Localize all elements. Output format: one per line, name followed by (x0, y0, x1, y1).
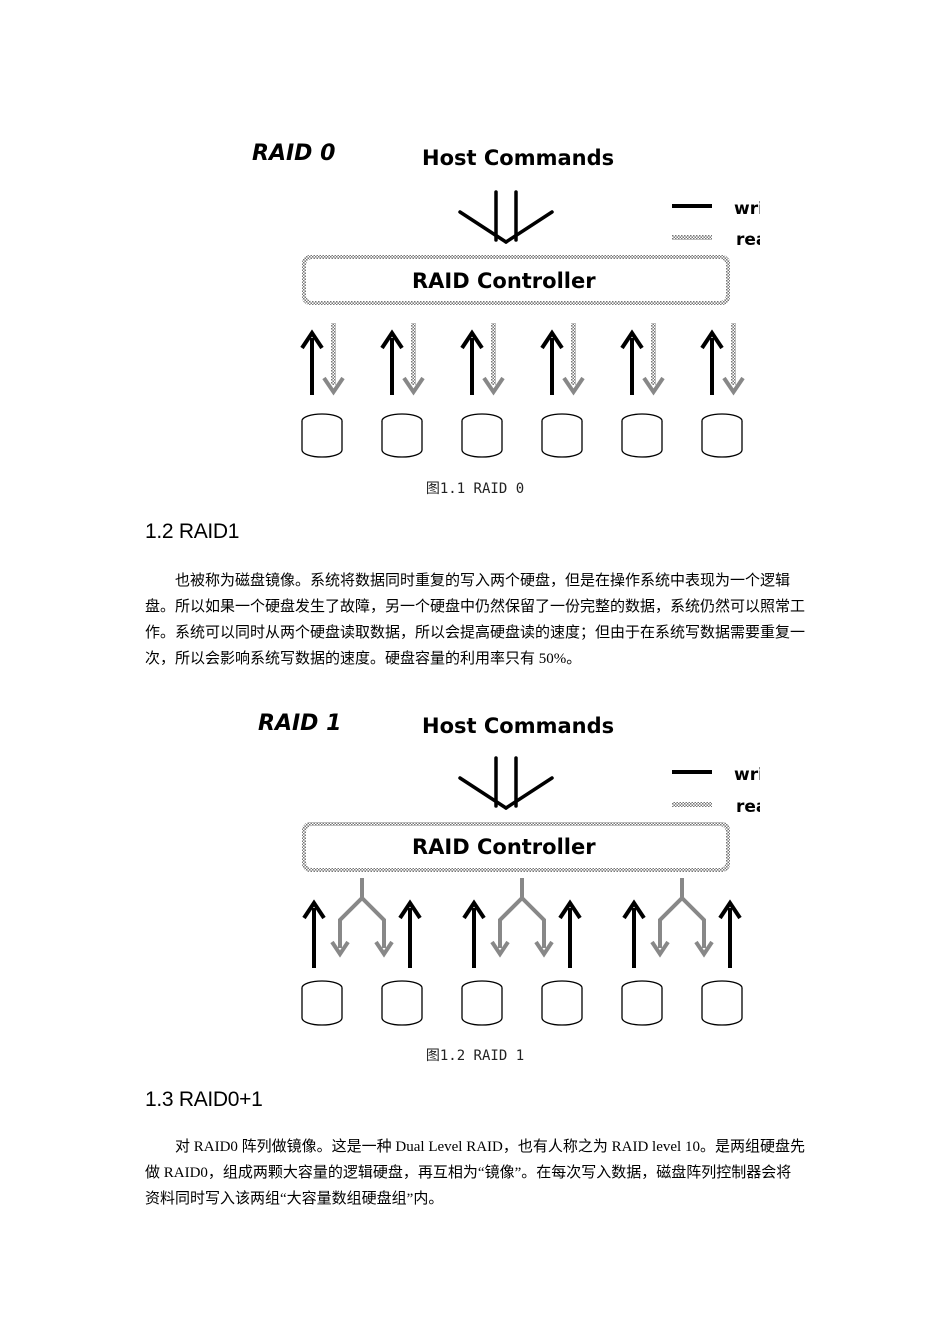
section-heading-raid01: 1.3 RAID0+1 (145, 1088, 263, 1111)
read-legend-label: read (736, 797, 760, 817)
raid0-disk-columns (300, 323, 745, 458)
raid0-diagram: RAID 0 Host Commands write read RAID Con… (240, 130, 760, 470)
raid1-diagram: RAID 1 Host Commands write read RAID Con… (240, 698, 760, 1036)
host-command-arrows (458, 190, 554, 244)
raid0-title: RAID 0 (252, 141, 335, 166)
raid01-paragraph: 对 RAID0 阵列做镜像。这是一种 Dual Level RAID，也有人称之… (145, 1134, 805, 1212)
read-legend-line (672, 802, 712, 807)
figure-2-caption: 图1.2 RAID 1 (425, 1048, 525, 1064)
section-heading-raid1: 1.2 RAID1 (145, 520, 240, 543)
read-legend-line (672, 235, 712, 240)
write-legend-label: write (734, 765, 760, 785)
figure-1-caption: 图1.1 RAID 0 (425, 481, 525, 497)
host-commands-label: Host Commands (422, 714, 614, 738)
raid1-diagram-svg: RAID 1 Host Commands write read RAID Con… (258, 711, 760, 1026)
raid-controller-label: RAID Controller (412, 269, 596, 293)
raid1-title: RAID 1 (258, 711, 341, 736)
read-legend-label: read (736, 230, 760, 250)
host-commands-label: Host Commands (422, 146, 614, 170)
raid1-paragraph: 也被称为磁盘镜像。系统将数据同时重复的写入两个硬盘，但是在操作系统中表现为一个逻… (145, 568, 805, 672)
raid1-paragraph-text: 也被称为磁盘镜像。系统将数据同时重复的写入两个硬盘，但是在操作系统中表现为一个逻… (145, 573, 806, 667)
write-legend-label: write (734, 199, 760, 219)
raid1-mirror-pairs (302, 878, 742, 968)
raid-controller-label: RAID Controller (412, 835, 596, 859)
raid1-disks (301, 980, 743, 1026)
host-command-arrows (458, 756, 554, 810)
raid01-paragraph-text: 对 RAID0 阵列做镜像。这是一种 Dual Level RAID，也有人称之… (145, 1139, 805, 1207)
raid0-diagram-svg: RAID 0 Host Commands write read RAID Con… (252, 141, 760, 458)
